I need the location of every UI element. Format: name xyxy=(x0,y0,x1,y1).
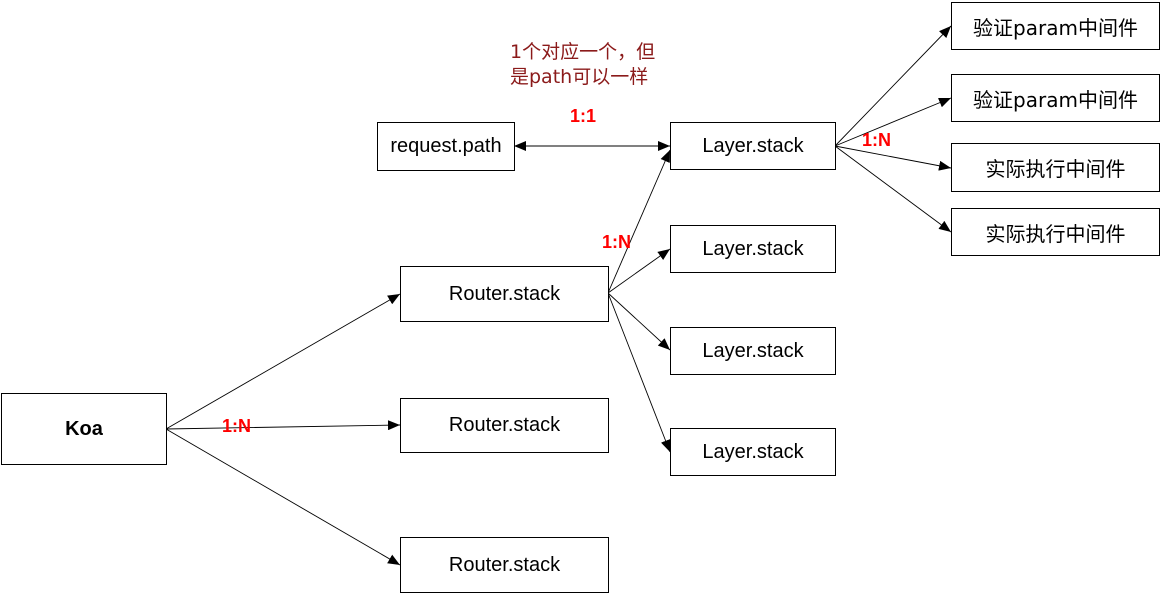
edge-router-layer-4 xyxy=(607,292,671,453)
router-stack-node-1: Router.stack xyxy=(400,266,609,322)
ratio-layer-middleware: 1:N xyxy=(862,130,892,150)
annotation-note-line1: 1个对应一个，但 xyxy=(510,41,656,63)
edge-layer-mw-1 xyxy=(834,25,952,147)
edge-layer-mw-3 xyxy=(834,145,952,171)
edge-koa-router-3 xyxy=(165,428,401,566)
annotation-note: 1个对应一个，但 是path可以一样 xyxy=(510,40,655,90)
edge-koa-router-2 xyxy=(165,420,401,431)
edge-layer-mw-2 xyxy=(834,97,952,147)
ratio-path-layer: 1:1 xyxy=(570,106,597,126)
layer-stack-node-4: Layer.stack xyxy=(670,428,836,476)
ratio-koa-router: 1:N xyxy=(222,416,252,436)
layer-stack-node-1: Layer.stack xyxy=(670,122,836,170)
layer-stack-node-2: Layer.stack xyxy=(670,225,836,273)
edge-router-layer-3 xyxy=(607,292,671,351)
execute-middleware-node-2: 实际执行中间件 xyxy=(951,208,1160,256)
execute-middleware-node-1: 实际执行中间件 xyxy=(951,143,1160,192)
ratio-router-layer: 1:N xyxy=(602,232,632,252)
layer-stack-node-3: Layer.stack xyxy=(670,327,836,375)
router-stack-node-3: Router.stack xyxy=(400,537,609,593)
router-stack-node-2: Router.stack xyxy=(400,398,609,453)
validate-param-node-2: 验证param中间件 xyxy=(951,74,1160,122)
validate-param-node-1: 验证param中间件 xyxy=(951,2,1160,50)
koa-node: Koa xyxy=(1,393,167,465)
edge-router-layer-2 xyxy=(607,248,671,294)
request-path-node: request.path xyxy=(377,122,515,171)
annotation-note-line2: 是path可以一样 xyxy=(510,66,649,88)
edge-layer-mw-4 xyxy=(834,145,952,233)
edge-koa-router-1 xyxy=(165,293,401,430)
edge-router-layer-1 xyxy=(607,149,671,294)
